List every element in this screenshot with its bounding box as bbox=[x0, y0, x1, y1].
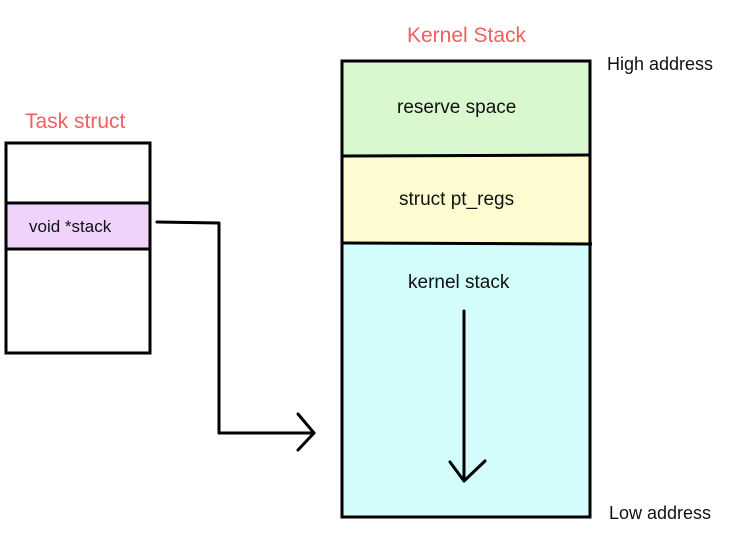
growth-arrow-head bbox=[448, 459, 487, 483]
stack-pointer-field bbox=[4, 201, 152, 251]
task-struct-title: Task struct bbox=[25, 110, 126, 133]
kernel-stack-region bbox=[342, 243, 590, 517]
kernel-stack-label: kernel stack bbox=[408, 272, 510, 293]
stack-pointer-label: void *stack bbox=[29, 217, 112, 236]
kernel-stack-box bbox=[340, 59, 592, 519]
pointer-arrow-head bbox=[296, 412, 316, 452]
pt-regs-region bbox=[342, 156, 590, 243]
reserve-space-region bbox=[342, 61, 590, 156]
reserve-space-label: reserve space bbox=[397, 97, 517, 118]
divider-line bbox=[341, 241, 593, 246]
high-address-label: High address bbox=[607, 54, 714, 74]
kernel-stack-title: Kernel Stack bbox=[407, 24, 527, 47]
divider-line bbox=[341, 153, 592, 158]
low-address-label: Low address bbox=[609, 503, 712, 523]
pt-regs-label: struct pt_regs bbox=[399, 189, 515, 210]
pointer-arrow bbox=[155, 220, 316, 435]
